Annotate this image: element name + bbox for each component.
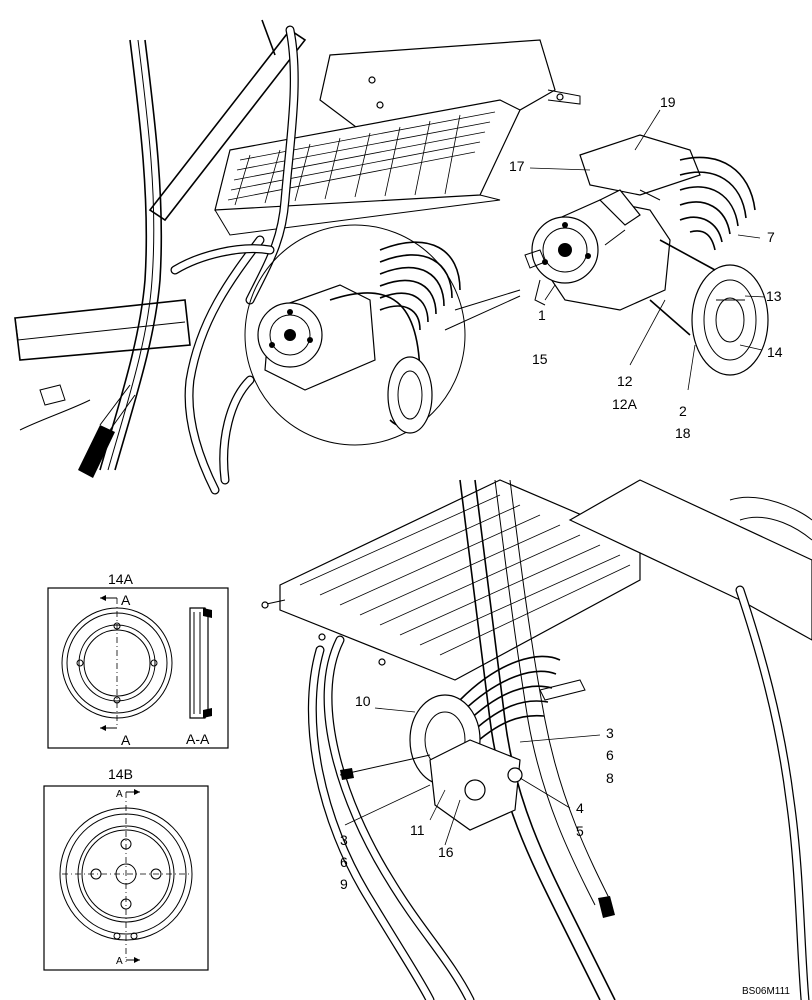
- callout-8: 8: [606, 770, 614, 786]
- callout-4: 4: [576, 800, 584, 816]
- detail-14a-section-view-label: A-A: [186, 731, 210, 747]
- hand-grip: [78, 384, 136, 478]
- detail-14a-section-top: A: [121, 592, 131, 608]
- detail-14b: 14B A A: [43, 766, 209, 971]
- detail-14a: 14A A A A-A: [47, 571, 229, 749]
- figure-reference: BS06M111: [742, 986, 790, 997]
- callout-10: 10: [355, 693, 371, 709]
- detail-14a-section-view: [189, 607, 212, 719]
- callout-3-left: 3: [340, 832, 348, 848]
- callout-16: 16: [438, 844, 454, 860]
- fan-shroud-ribs: [379, 241, 461, 331]
- callout-2: 2: [679, 403, 687, 419]
- leaders-top-right: [529, 109, 766, 391]
- callout-6-left: 6: [340, 854, 348, 870]
- callout-11: 11: [410, 822, 425, 838]
- callout-19: 19: [660, 94, 676, 110]
- callout-18: 18: [675, 425, 691, 441]
- detail-14b-title: 14B: [108, 766, 133, 782]
- detail-14a-title: 14A: [108, 571, 134, 587]
- compressor-detail: [524, 134, 769, 376]
- callout-12: 12: [617, 373, 633, 389]
- compressor-detail-ribs: [679, 156, 756, 251]
- callout-7: 7: [767, 229, 775, 245]
- detail-14b-axis-top: A: [116, 789, 123, 800]
- detail-14b-axis-bottom: A: [116, 956, 123, 967]
- leaders-bottom: [344, 707, 601, 846]
- callout-14: 14: [767, 344, 783, 360]
- compressor-closeup: [219, 241, 461, 485]
- callout-5: 5: [576, 823, 584, 839]
- callout-1: 1: [538, 307, 546, 323]
- callout-17: 17: [509, 158, 525, 174]
- callout-12a: 12A: [612, 396, 638, 412]
- condenser-grille: [227, 111, 496, 206]
- bottom-assembly: [261, 479, 812, 1000]
- callout-3-right: 3: [606, 725, 614, 741]
- callout-6-right: 6: [606, 747, 614, 763]
- callout-13: 13: [766, 288, 782, 304]
- bottom-condenser-slats: [299, 494, 631, 656]
- callout-15: 15: [532, 351, 548, 367]
- detail-14a-section-bottom: A: [121, 732, 131, 748]
- top-assembly: [14, 19, 581, 495]
- callout-9: 9: [340, 876, 348, 892]
